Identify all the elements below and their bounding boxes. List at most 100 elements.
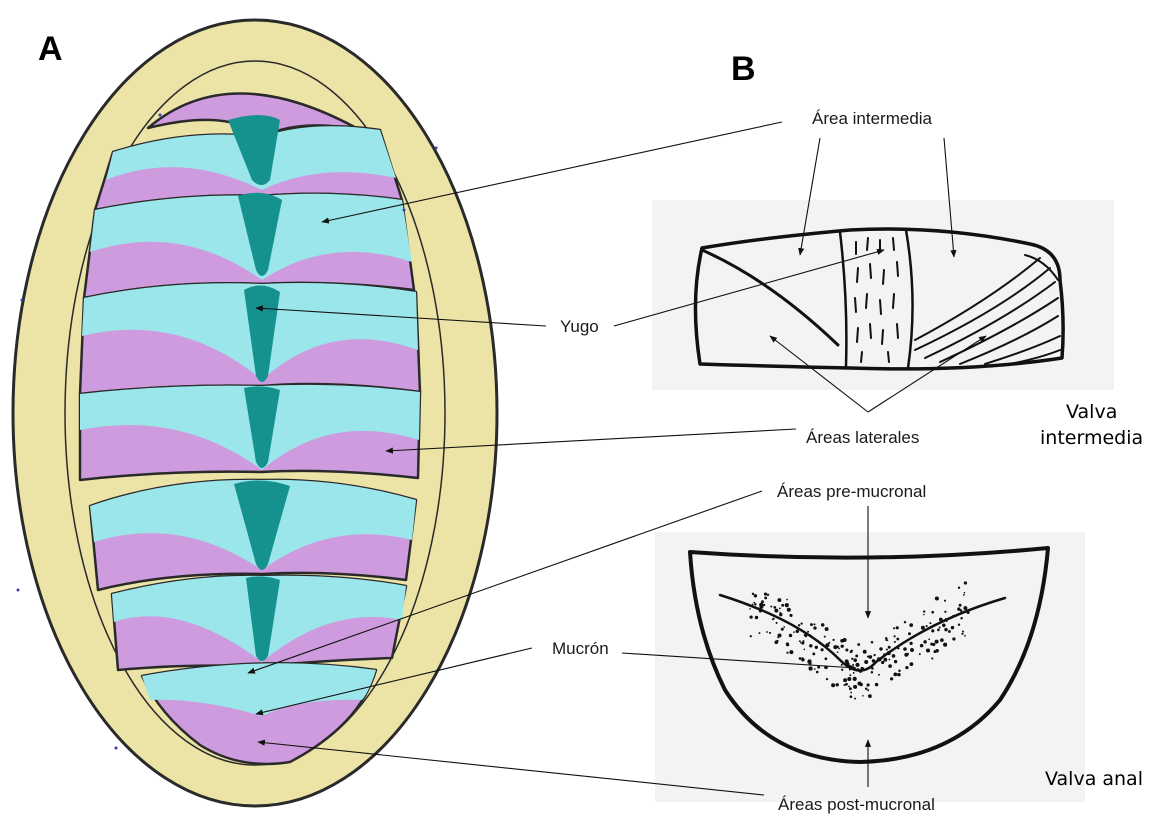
stipple-dot [769,632,771,634]
stipple-dot [825,627,829,631]
panel-b-letter: B [731,50,756,88]
stipple-dot [777,633,781,637]
stipple-dot [764,596,767,599]
stipple-dot [952,615,955,618]
stipple-dot [860,667,864,671]
stipple-dot [967,611,970,614]
valve-4 [80,283,420,394]
stipple-dot [783,626,785,628]
stipple-dot [786,599,788,601]
stipple-dot [850,695,853,698]
stipple-dot [786,643,789,646]
stipple-dot [750,635,752,637]
stipple-dot [897,673,901,677]
anal-valve-sketch [655,532,1085,802]
stipple-dot [787,608,791,612]
stipple-dot [764,593,767,596]
stipple-dot [946,620,948,622]
stipple-dot [845,683,848,686]
stipple-dot [935,649,939,653]
stipple-dot [855,654,858,657]
stipple-dot [890,677,893,680]
stipple-dot [868,694,872,698]
stipple-dot [944,628,948,632]
stipple-dot [798,624,800,626]
stipple-dot [843,684,845,686]
valve-6 [90,480,416,590]
stipple-dot [931,611,934,614]
stipple-dot [781,604,784,607]
stipple-dot [766,631,768,633]
caption-valva-intermedia-line2: intermedia [1040,427,1143,449]
stipple-dot [801,658,804,661]
stipple-dot [838,648,840,650]
stipple-dot [785,603,789,607]
stipple-dot [920,644,924,648]
stipple-dot [759,603,763,607]
stipple-dot [910,648,914,652]
stipple-dot [867,683,870,686]
stipple-dot [964,635,966,637]
stipple-dot [752,593,754,595]
stipple-dot [879,647,882,650]
stipple-dot [923,614,925,616]
stipple-dot [800,642,802,644]
stipple-dot [845,648,848,651]
stipple-dot [885,639,887,641]
stipple-dot [854,677,856,679]
stipple-dot [942,624,946,628]
stipple-dot [910,662,914,666]
stipple-dot [958,586,960,588]
stipple-dot [923,610,925,612]
stipple-dot [759,609,762,612]
stipple-dot [825,643,829,647]
stipple-dot [774,609,778,613]
stipple-dot [852,664,854,666]
stipple-dot [963,606,967,610]
stipple-dot [840,639,844,643]
label-areas-pre-mucronal: Áreas pre-mucronal [777,482,926,501]
stipple-dot [799,640,801,642]
stipple-dot [793,631,795,633]
stipple-dot [800,622,802,624]
label-areas-laterales: Áreas laterales [806,428,919,447]
stipple-dot [825,657,828,660]
stipple-dot [846,663,850,667]
stipple-dot [881,661,884,664]
stipple-dot [799,657,802,660]
stipple-dot [796,629,800,633]
stipple-dot [898,669,901,672]
stipple-dot [777,598,781,602]
intermediate-valve-sketch [652,200,1114,390]
stipple-dot [813,626,816,629]
stipple-dot [848,685,850,687]
stipple-dot [849,687,852,690]
stipple-dot [755,616,758,619]
stipple-dot [754,603,756,605]
stipple-dot [935,640,939,644]
stipple-dot [847,677,851,681]
stipple-dot [855,663,859,667]
caption-valva-anal: Valva anal [1045,768,1143,790]
stipple-dot [865,688,868,691]
stipple-dot [841,664,843,666]
stipple-dot [781,628,784,631]
stipple-dot [849,674,851,676]
stipple-dot [919,653,921,655]
stipple-dot [804,634,806,636]
stipple-dot [862,695,864,697]
stipple-dot [928,638,930,640]
stipple-dot [774,640,778,644]
stipple-dot [939,626,941,628]
stipple-dot [894,674,896,676]
stipple-dot [841,645,844,648]
stipple-dot [904,653,908,657]
stipple-dot [833,645,837,649]
stipple-dot [850,692,852,694]
stipple-dot [873,654,875,656]
stipple-dot [815,646,818,649]
stipple-dot [893,627,895,629]
stipple-dot [786,652,788,654]
stipple-dot [964,581,967,584]
